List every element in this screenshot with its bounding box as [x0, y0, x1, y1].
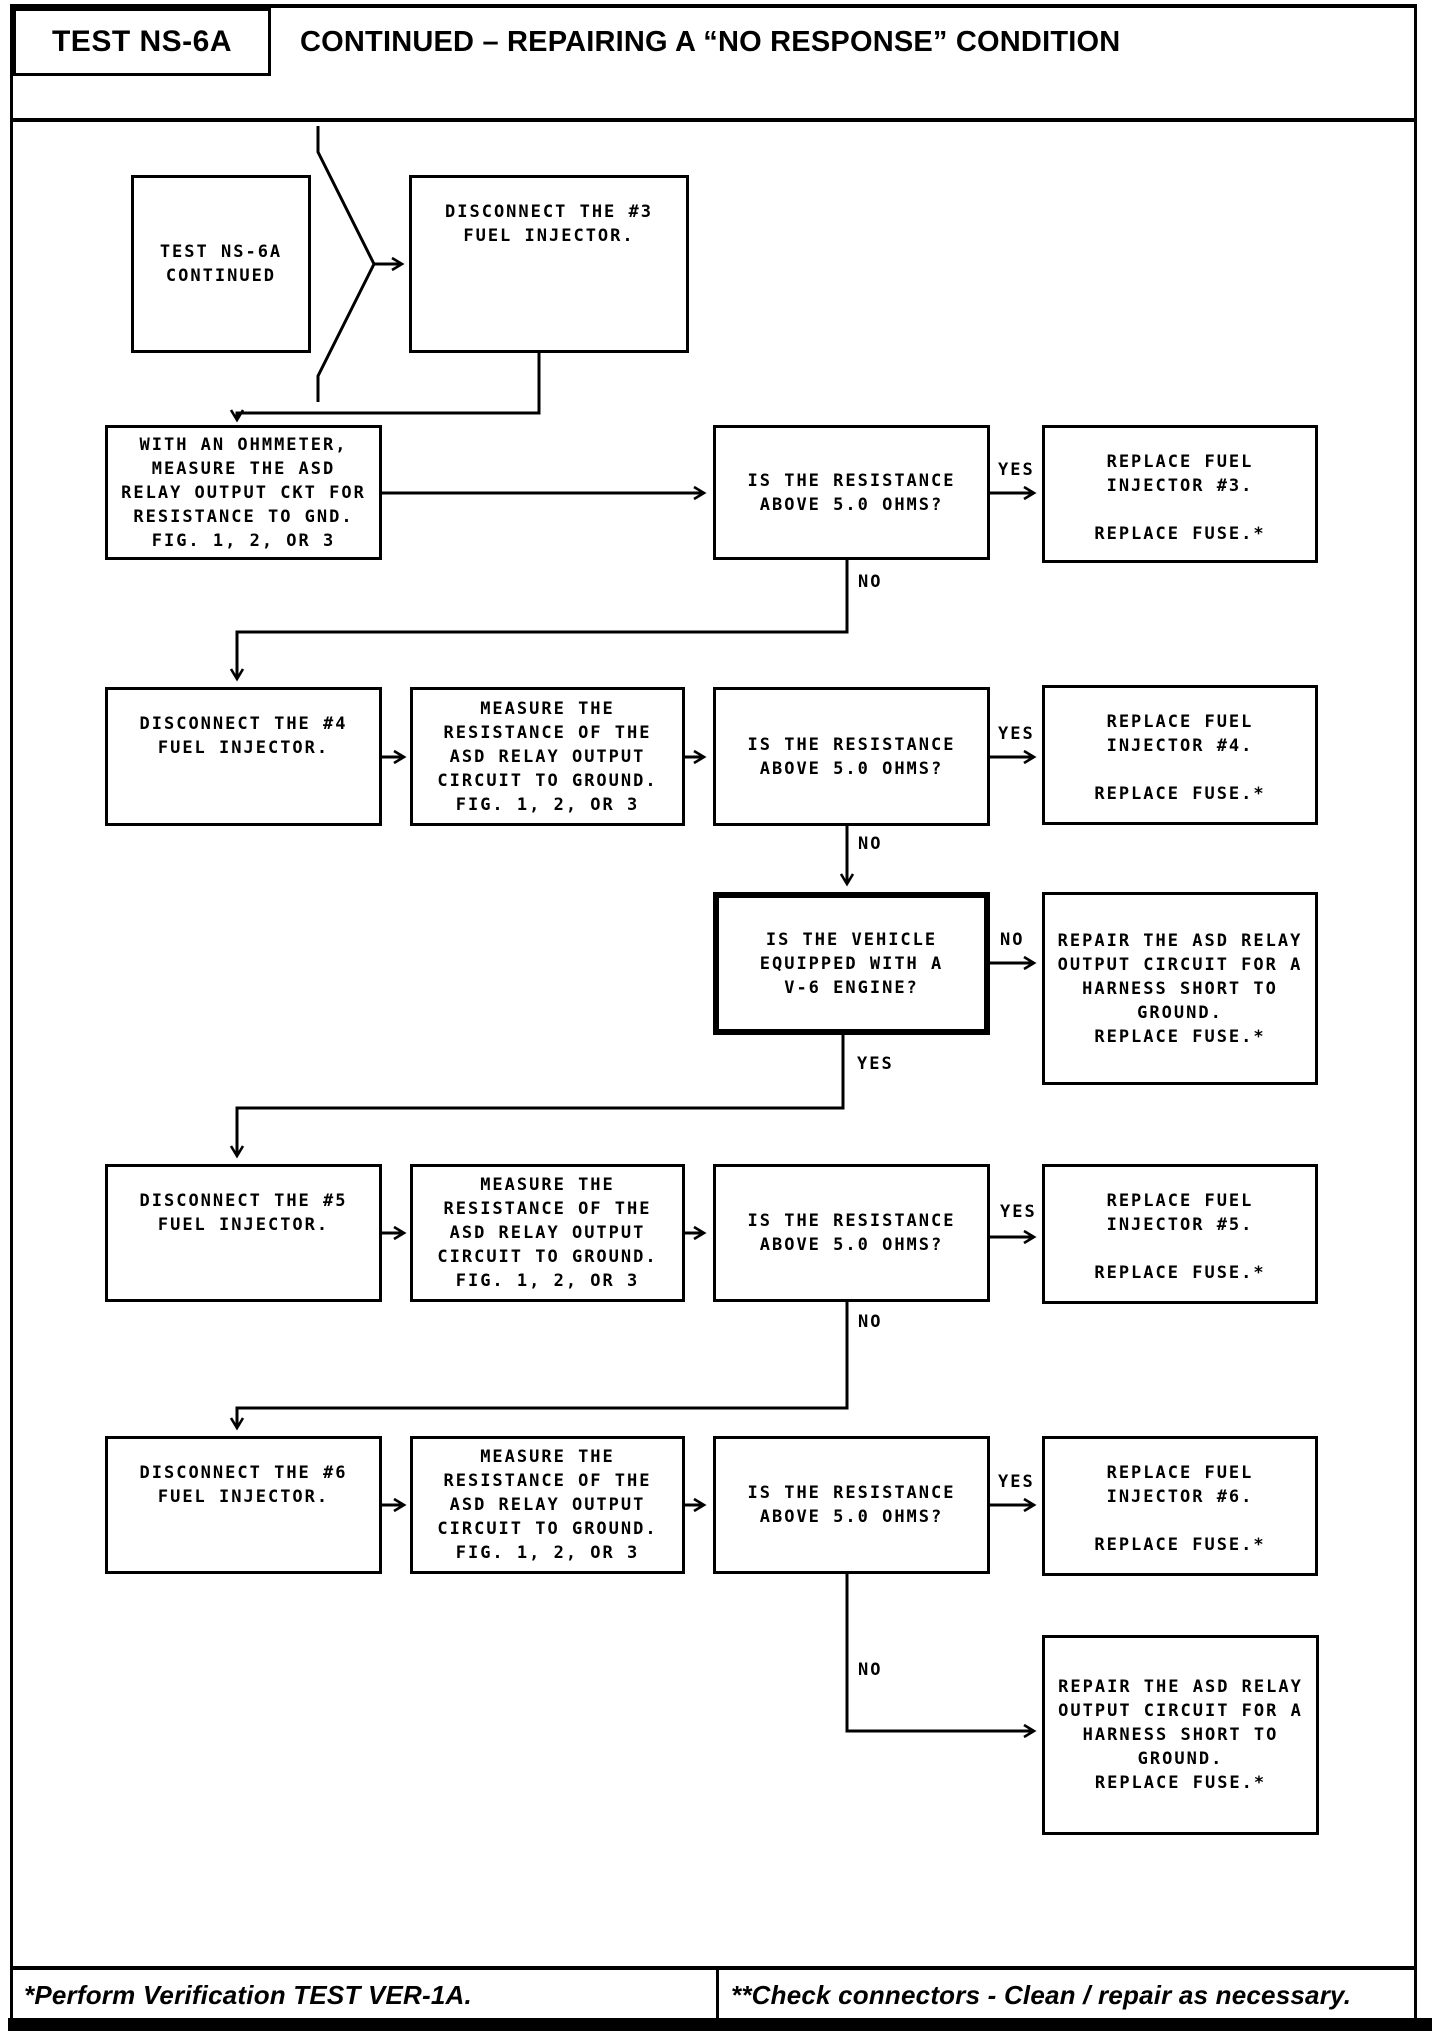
- disconnect-injector-6-node: DISCONNECT THE #6 FUEL INJECTOR.: [105, 1436, 382, 1574]
- footer-note-connectors: **Check connectors - Clean / repair as n…: [731, 1980, 1352, 2010]
- replace-injector-5-node: REPLACE FUEL INJECTOR #5. REPLACE FUSE.*: [1042, 1164, 1318, 1304]
- no-label-v6: NO: [998, 930, 1027, 950]
- no-label-2: NO: [856, 834, 885, 854]
- measure-resistance-5-node: MEASURE THE RESISTANCE OF THE ASD RELAY …: [410, 1164, 685, 1302]
- yes-label-v6: YES: [855, 1054, 896, 1074]
- v6-engine-question-node: IS THE VEHICLE EQUIPPED WITH A V-6 ENGIN…: [713, 892, 990, 1035]
- footer-note-verification: *Perform Verification TEST VER-1A.: [24, 1980, 472, 2010]
- yes-label-3: YES: [998, 1202, 1039, 1222]
- test-id-label: TEST NS-6A: [51, 25, 233, 58]
- no-label-1: NO: [856, 572, 885, 592]
- footer-rule: [10, 1966, 1417, 1970]
- start-chevron-icon: [316, 126, 376, 402]
- no-label-3: NO: [856, 1312, 885, 1332]
- measure-resistance-6-node: MEASURE THE RESISTANCE OF THE ASD RELAY …: [410, 1436, 685, 1574]
- measure-resistance-4-node: MEASURE THE RESISTANCE OF THE ASD RELAY …: [410, 687, 685, 826]
- yes-label-4: YES: [996, 1472, 1037, 1492]
- bottom-scan-bar: [8, 2018, 1432, 2031]
- disconnect-injector-4-node: DISCONNECT THE #4 FUEL INJECTOR.: [105, 687, 382, 826]
- no-label-4: NO: [856, 1660, 885, 1680]
- yes-label-2: YES: [996, 724, 1037, 744]
- page-title: CONTINUED – REPAIRING A “NO RESPONSE” CO…: [300, 26, 1121, 58]
- measure-asd-ckt-node: WITH AN OHMMETER, MEASURE THE ASD RELAY …: [105, 425, 382, 560]
- repair-asd-short-node-1: REPAIR THE ASD RELAY OUTPUT CIRCUIT FOR …: [1042, 892, 1318, 1085]
- resistance-question-2-node: IS THE RESISTANCE ABOVE 5.0 OHMS?: [713, 687, 990, 826]
- replace-injector-4-node: REPLACE FUEL INJECTOR #4. REPLACE FUSE.*: [1042, 685, 1318, 825]
- header-rule: [10, 118, 1417, 122]
- resistance-question-1-node: IS THE RESISTANCE ABOVE 5.0 OHMS?: [713, 425, 990, 560]
- footer-divider: [716, 1966, 719, 2018]
- test-id-box: TEST NS-6A: [13, 8, 271, 76]
- yes-label-1: YES: [996, 460, 1037, 480]
- resistance-question-4-node: IS THE RESISTANCE ABOVE 5.0 OHMS?: [713, 1436, 990, 1574]
- replace-injector-6-node: REPLACE FUEL INJECTOR #6. REPLACE FUSE.*: [1042, 1436, 1318, 1576]
- replace-injector-3-node: REPLACE FUEL INJECTOR #3. REPLACE FUSE.*: [1042, 425, 1318, 563]
- disconnect-injector-3-node: DISCONNECT THE #3 FUEL INJECTOR.: [409, 175, 689, 353]
- disconnect-injector-5-node: DISCONNECT THE #5 FUEL INJECTOR.: [105, 1164, 382, 1302]
- repair-asd-short-node-2: REPAIR THE ASD RELAY OUTPUT CIRCUIT FOR …: [1042, 1635, 1319, 1835]
- start-node: TEST NS-6A CONTINUED: [131, 175, 311, 353]
- resistance-question-3-node: IS THE RESISTANCE ABOVE 5.0 OHMS?: [713, 1164, 990, 1302]
